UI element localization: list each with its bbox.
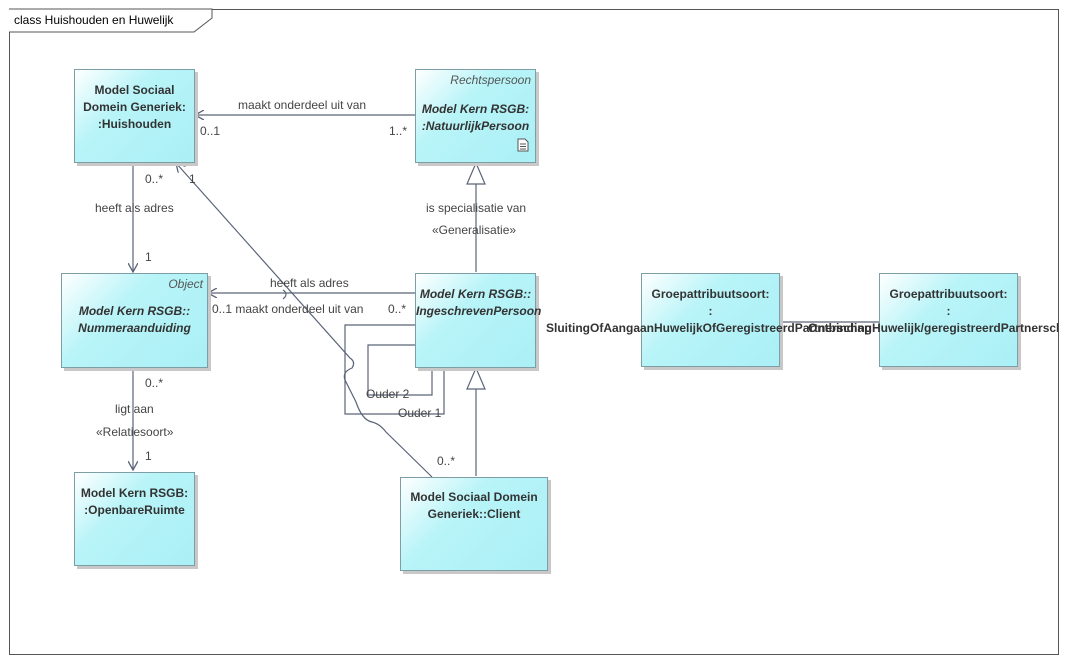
class-client[interactable]: Model Sociaal Domein Generiek::Client: [400, 477, 548, 571]
class-groep-ontbinding[interactable]: Groepattribuutsoort: :: [879, 273, 1018, 367]
label-mult-mid-right: 0..*: [388, 302, 407, 316]
label-mult-openbare: 1: [145, 449, 152, 463]
label-mult-huis-diag: 1: [189, 172, 196, 186]
class-groep-sluiting-line1: Groepattribuutsoort:: [651, 287, 770, 301]
label-mult-nummer-top: 1: [145, 250, 152, 264]
label-mult-nummer-bottom: 0..*: [145, 376, 164, 390]
label-maakt-onderdeel-mid: 0..1 maakt onderdeel uit van: [212, 302, 364, 316]
class-groep-sluiting-overflow: SluitingOfAangaanHuwelijkOfGeregistreerd…: [546, 321, 872, 335]
label-maakt-onderdeel-top: maakt onderdeel uit van: [238, 98, 367, 112]
document-icon: [517, 138, 529, 152]
diagram-frame: [9, 9, 1059, 655]
class-openbare-ruimte[interactable]: Model Kern RSGB: :OpenbareRuimte: [74, 472, 195, 566]
label-generalisatie: «Generalisatie»: [432, 223, 517, 237]
class-groep-sluiting[interactable]: Groepattribuutsoort: :: [641, 273, 780, 367]
label-heeft-als-adres-mid: heeft als adres: [270, 276, 349, 290]
class-openbare-ruimte-name: Model Kern RSGB: :OpenbareRuimte: [80, 486, 189, 517]
generalization-arrowhead-bottom: [466, 366, 486, 390]
class-groep-sluiting-line2: :: [708, 304, 713, 318]
class-huishouden-name: Model Sociaal Domein Generiek: :Huishoud…: [83, 83, 186, 131]
class-client-name: Model Sociaal Domein Generiek::Client: [410, 490, 538, 521]
class-ingeschreven-persoon[interactable]: Model Kern RSGB:: IngeschrevenPersoon: [415, 273, 542, 368]
class-nummeraanduiding[interactable]: Object Model Kern RSGB:: Nummeraanduidin…: [61, 273, 208, 368]
stereotype-object: Object: [168, 277, 203, 291]
label-mult-client: 0..*: [437, 454, 456, 468]
label-heeft-als-adres-left: heeft als adres: [95, 201, 174, 215]
label-ligt-aan: ligt aan: [115, 402, 154, 416]
label-mult-top-right: 1..*: [389, 124, 408, 138]
class-huishouden[interactable]: Model Sociaal Domein Generiek: :Huishoud…: [74, 69, 195, 163]
generalization-arrowhead-top: [466, 161, 486, 185]
class-groep-ontbinding-line2: :: [946, 304, 951, 318]
assoc-ouder-1[interactable]: [344, 324, 445, 415]
class-groep-ontbinding-overflow: OntbindingHuwelijk/geregistreerdPartners…: [808, 321, 1058, 335]
frame-tab: [9, 8, 213, 33]
line-jump: [282, 289, 287, 300]
label-relatiesoort: «Relatiesoort»: [96, 425, 174, 439]
assoc-ouder-2[interactable]: [367, 344, 433, 396]
class-nummeraanduiding-name: Model Kern RSGB:: Nummeraanduiding: [78, 304, 191, 335]
class-natuurlijk-persoon-name: Model Kern RSGB: :NatuurlijkPersoon: [421, 102, 530, 133]
assoc-heeft-als-adres-diagonal[interactable]: [176, 163, 433, 478]
frame-title: class Huishouden en Huwelijk: [14, 13, 174, 27]
label-ouder-2: Ouder 2: [366, 387, 410, 401]
label-mult-huis-bottom: 0..*: [145, 172, 164, 186]
class-groep-ontbinding-line1: Groepattribuutsoort:: [889, 287, 1008, 301]
label-ouder-1: Ouder 1: [398, 406, 442, 420]
class-natuurlijk-persoon[interactable]: Rechtspersoon Model Kern RSGB: :Natuurli…: [415, 69, 536, 163]
label-is-specialisatie: is specialisatie van: [426, 201, 527, 215]
label-mult-top-left: 0..1: [200, 124, 221, 138]
class-ingeschreven-persoon-name: Model Kern RSGB:: IngeschrevenPersoon: [416, 287, 542, 318]
stereotype-rechtspersoon: Rechtspersoon: [450, 73, 531, 87]
